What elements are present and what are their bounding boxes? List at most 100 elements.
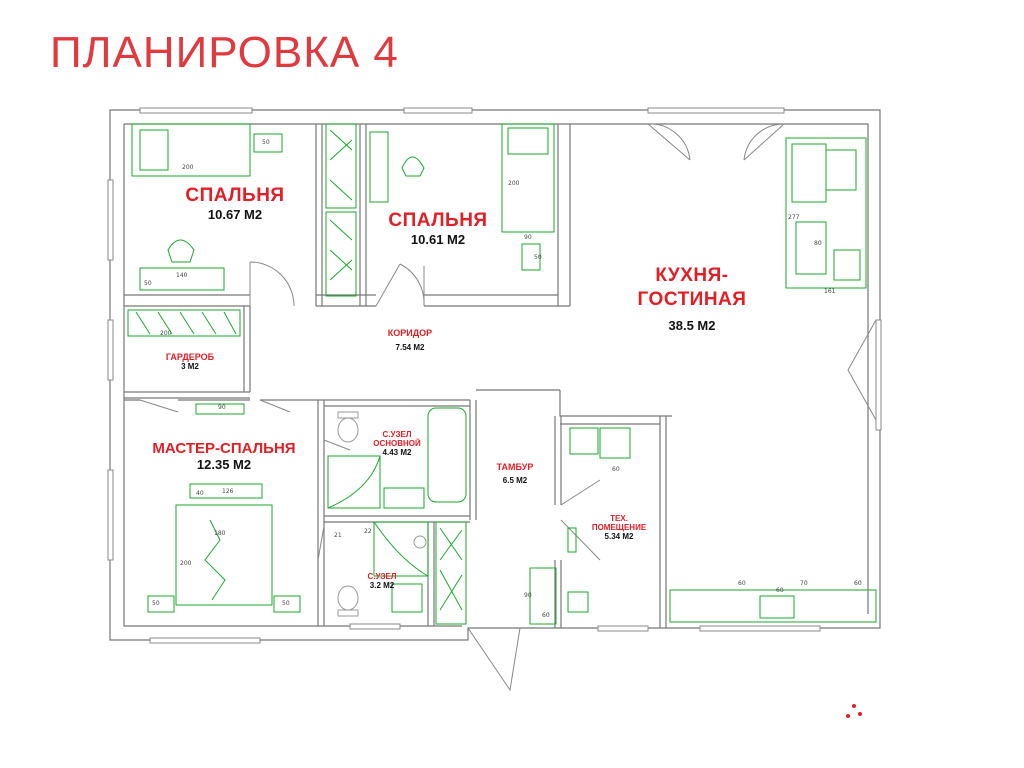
dim-label: 200 (508, 180, 520, 187)
door-bath (323, 439, 351, 451)
coffee-table (795, 221, 827, 275)
sink-main (383, 487, 425, 509)
bath2-name: С.УЗЕЛ (367, 572, 397, 581)
washing-machine (599, 427, 631, 459)
kitchen-area: 38.5 М2 (668, 318, 716, 333)
window-kitchen-bottom (699, 625, 821, 632)
doors (139, 123, 877, 692)
outer-wall-inner (124, 123, 869, 614)
bedroom1-name: СПАЛЬНЯ (185, 185, 285, 206)
kitchen-counter (669, 589, 877, 623)
sink-bath2-circle (413, 535, 427, 549)
vestibule-name: ТАМБУР (496, 462, 534, 472)
nightstand-master-l (147, 595, 175, 613)
door-kitchen (647, 123, 785, 161)
bed-bedroom2 (501, 123, 555, 233)
dim-label: 140 (176, 272, 188, 279)
room-vestibule-label: ТАМБУР 6.5 М2 (480, 462, 550, 485)
dim-label: 200 (180, 560, 192, 567)
wall-bedroom1-right (315, 124, 323, 306)
room-master-label: МАСТЕР-СПАЛЬНЯ 12.35 М2 (134, 440, 314, 472)
bath-main-name-2: ОСНОВНОЙ (373, 439, 421, 448)
wall-bath-top (318, 399, 470, 407)
dresser-master (189, 483, 263, 499)
room-tech-label: ТЕХ. ПОМЕЩЕНИЕ 5.34 М2 (576, 514, 662, 541)
room-bath-main-label: С.УЗЕЛ ОСНОВНОЙ 4.43 М2 (364, 430, 430, 457)
dim-label: 161 (824, 288, 836, 295)
wall-vestibule (476, 389, 672, 505)
bed-master (175, 504, 273, 606)
dim-label: 80 (814, 240, 822, 247)
bed-bedroom1 (131, 123, 251, 177)
tall-cabinet (435, 521, 467, 625)
wardrobe-area: 3 М2 (181, 362, 199, 371)
dim-label: 90 (524, 592, 532, 599)
vestibule-area: 6.5 М2 (502, 476, 528, 485)
furniture (127, 123, 877, 625)
room-corridor-label: КОРИДОР 7.54 М2 (370, 328, 450, 352)
dim-label: 60 (542, 612, 550, 619)
dim-label: 50 (282, 600, 290, 607)
dim-label: 200 (182, 164, 194, 171)
bath2-area: 3.2 М2 (369, 581, 395, 590)
tech-name-2: ПОМЕЩЕНИЕ (591, 523, 647, 532)
door-kitchen-right (847, 319, 877, 421)
tech-sink (567, 591, 589, 613)
room-bedroom2-label: СПАЛЬНЯ 10.61 М2 (374, 210, 502, 247)
window-bed1-top (139, 107, 253, 114)
dim-label: 60 (776, 587, 784, 594)
desk-bedroom2 (369, 131, 389, 203)
dim-label: 60 (854, 580, 862, 587)
window-left-2 (107, 319, 114, 381)
door-tech (560, 479, 601, 561)
desk-bedroom1 (139, 267, 225, 291)
dim-label: 60 (738, 580, 746, 587)
shower-bath2 (373, 521, 429, 577)
bedroom1-area: 10.67 М2 (207, 207, 263, 222)
dim-label: 200 (160, 330, 172, 337)
door-vestibule (467, 627, 521, 692)
master-area: 12.35 М2 (196, 457, 252, 472)
kitchen-name-1: КУХНЯ- (655, 265, 729, 286)
door-master (139, 399, 291, 413)
closet-1 (325, 123, 357, 209)
kitchen-name-2: ГОСТИНАЯ (637, 289, 747, 310)
wardrobe-name: ГАРДЕРОБ (165, 352, 215, 362)
dim-label: 22 (364, 528, 372, 535)
person-figure (204, 519, 226, 601)
door-bed1 (249, 261, 295, 307)
wardrobe-rail (127, 309, 241, 337)
nightstand-master-r (273, 595, 301, 613)
wall-bath2 (324, 515, 470, 523)
dim-label: 90 (218, 404, 226, 411)
windows (107, 107, 882, 644)
bedroom2-area: 10.61 М2 (410, 232, 466, 247)
window-master-bottom (149, 637, 261, 644)
dim-label: 277 (788, 214, 800, 221)
room-bedroom1-label: СПАЛЬНЯ 10.67 М2 (170, 185, 300, 222)
corridor-name: КОРИДОР (387, 328, 433, 338)
master-name: МАСТЕР-СПАЛЬНЯ (152, 440, 296, 457)
room-bath2-label: С.УЗЕЛ 3.2 М2 (340, 572, 424, 590)
tech-cabinet (567, 527, 577, 553)
toilets (337, 411, 427, 617)
corridor-area: 7.54 М2 (395, 343, 425, 352)
bath-main-name-1: С.УЗЕЛ (382, 430, 412, 439)
dim-label: 21 (334, 532, 342, 539)
kitchen-sink (759, 595, 795, 619)
dim-label: 50 (534, 254, 542, 261)
window-bath2-bottom (349, 623, 401, 630)
wall-wardrobe (124, 306, 251, 399)
shoe-cabinet (529, 567, 557, 625)
dim-label: 40 (196, 490, 204, 497)
dim-label: 50 (152, 600, 160, 607)
room-kitchen-label: КУХНЯ- ГОСТИНАЯ 38.5 М2 (612, 264, 772, 333)
walls (109, 109, 881, 641)
dim-label: 50 (262, 139, 270, 146)
dim-label: 90 (524, 234, 532, 241)
washer (391, 583, 423, 613)
window-kitchen-right (875, 319, 882, 431)
dim-label: 50 (144, 280, 152, 287)
dim-label: 70 (800, 580, 808, 587)
